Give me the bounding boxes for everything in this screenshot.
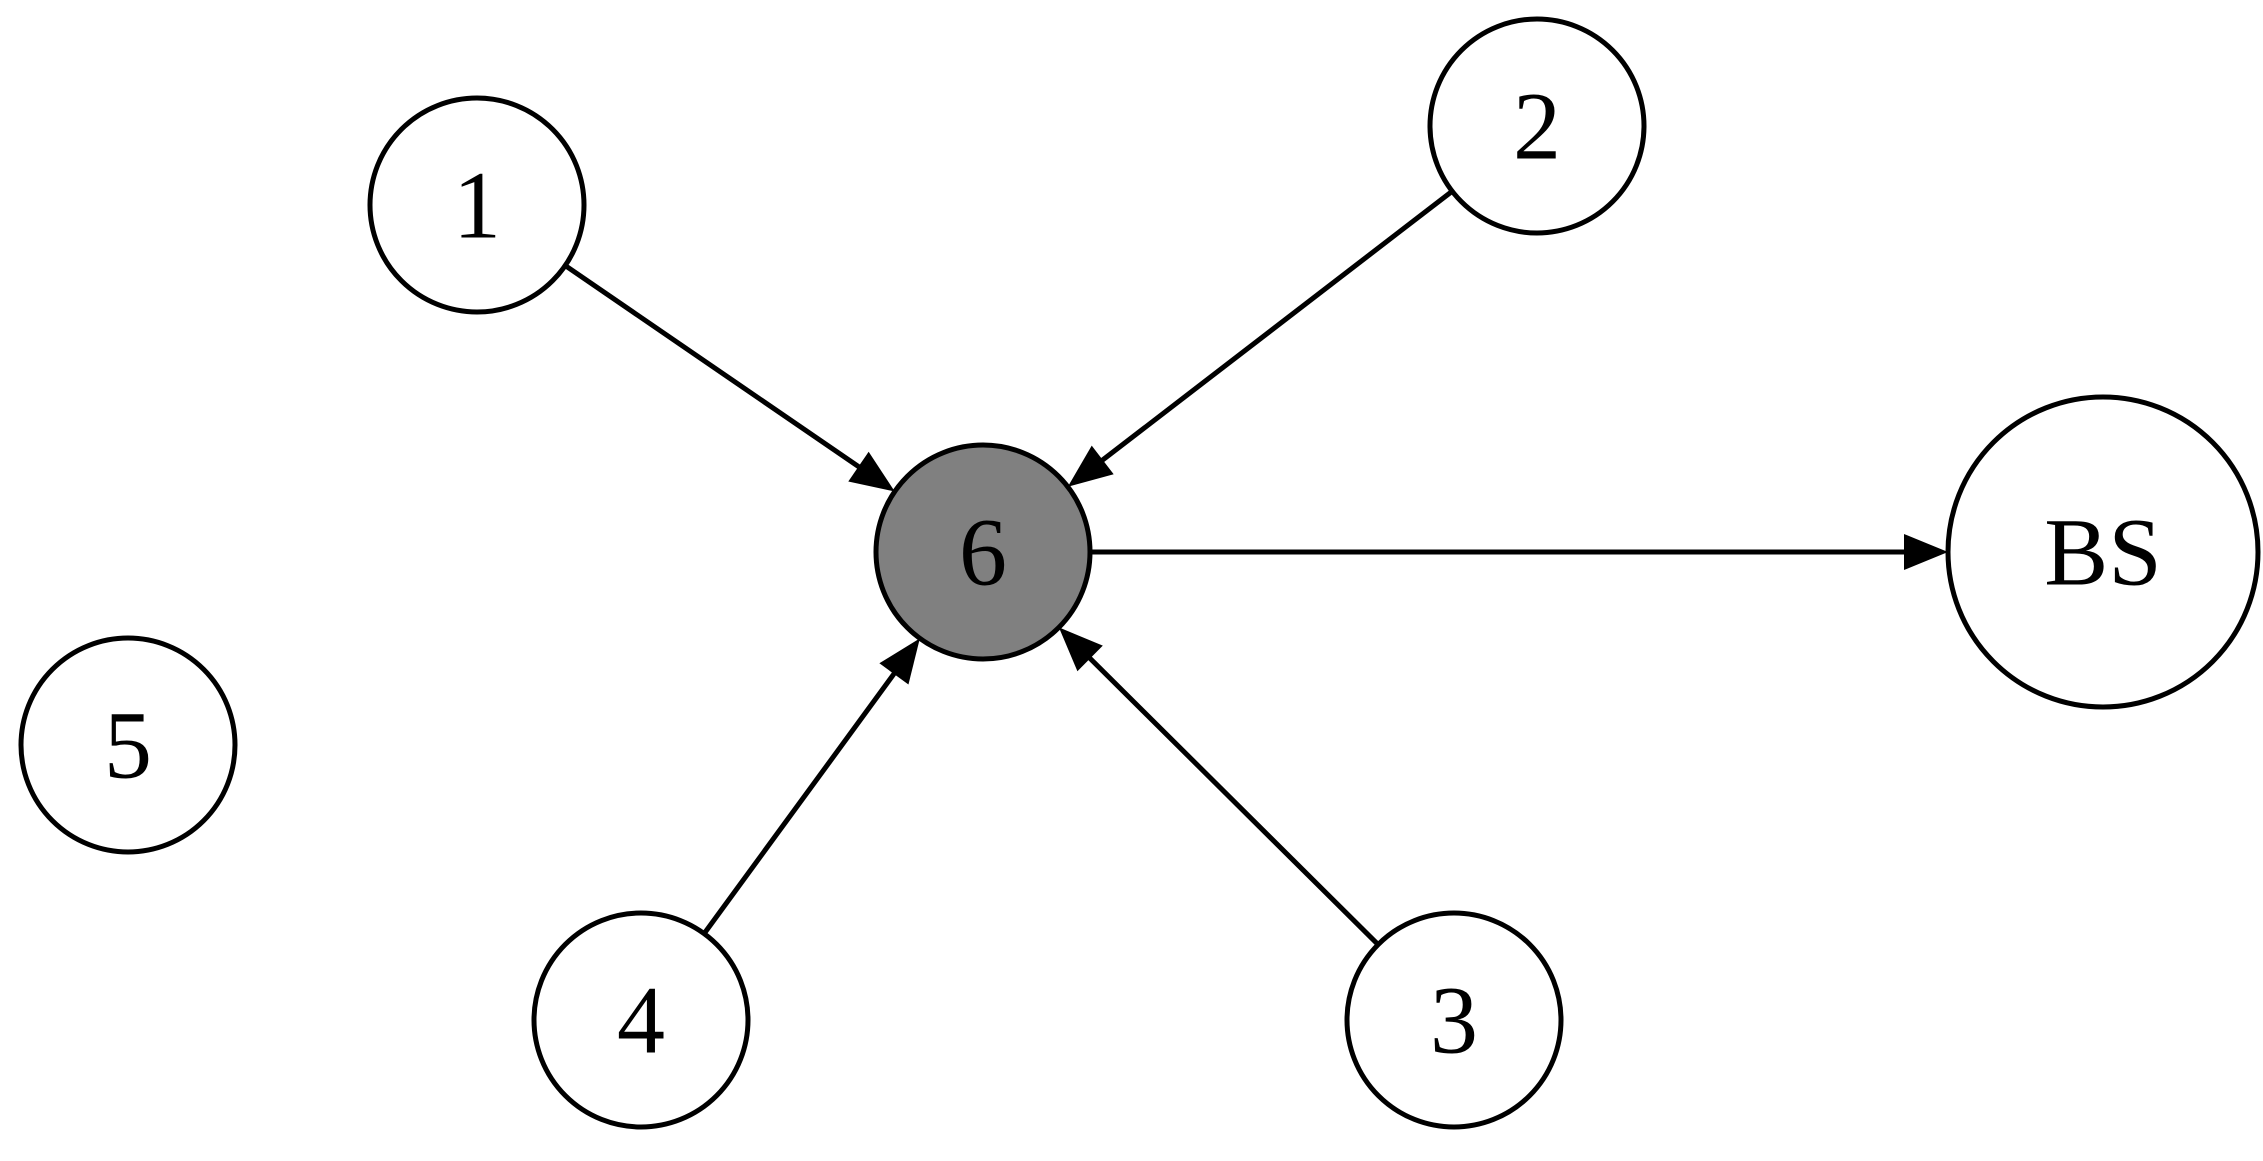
node-circle <box>18 635 238 855</box>
node-5: 5 <box>18 635 238 855</box>
node-circle <box>531 910 751 1130</box>
node-label: 2 <box>1513 73 1561 180</box>
node-1: 1 <box>367 95 587 315</box>
edge-4-to-6 <box>702 638 920 936</box>
node-bs: BS <box>1945 394 2261 710</box>
edge-6-to-BS <box>1090 534 1948 570</box>
node-circle <box>367 95 587 315</box>
node-2: 2 <box>1427 16 1647 236</box>
arrowhead-icon <box>1058 627 1103 672</box>
arrowhead-icon <box>1067 445 1114 487</box>
node-circle <box>1344 910 1564 1130</box>
node-4: 4 <box>531 910 751 1130</box>
node-6: 6 <box>873 442 1093 662</box>
edge-line <box>563 263 864 471</box>
arrowhead-icon <box>848 451 895 492</box>
node-circle <box>1945 394 2261 710</box>
node-circle <box>1427 16 1647 236</box>
edge-line <box>1098 189 1454 465</box>
edge-3-to-6 <box>1058 627 1380 947</box>
edge-2-to-6 <box>1067 189 1454 487</box>
node-label: 1 <box>453 152 501 259</box>
edge-line <box>702 669 899 936</box>
node-label: 3 <box>1430 967 1478 1074</box>
node-label: 4 <box>617 967 665 1074</box>
nodes-layer: 1 2 3 4 5 6 BS <box>18 16 2261 1130</box>
node-label: 5 <box>104 692 152 799</box>
arrowhead-icon <box>1904 534 1948 570</box>
node-label: BS <box>2044 499 2161 606</box>
node-circle <box>873 442 1093 662</box>
arrowhead-icon <box>879 638 920 685</box>
edge-line <box>1085 653 1380 947</box>
edge-1-to-6 <box>563 263 895 492</box>
node-label: 6 <box>959 499 1007 606</box>
node-3: 3 <box>1344 910 1564 1130</box>
edges-layer <box>563 189 1948 947</box>
